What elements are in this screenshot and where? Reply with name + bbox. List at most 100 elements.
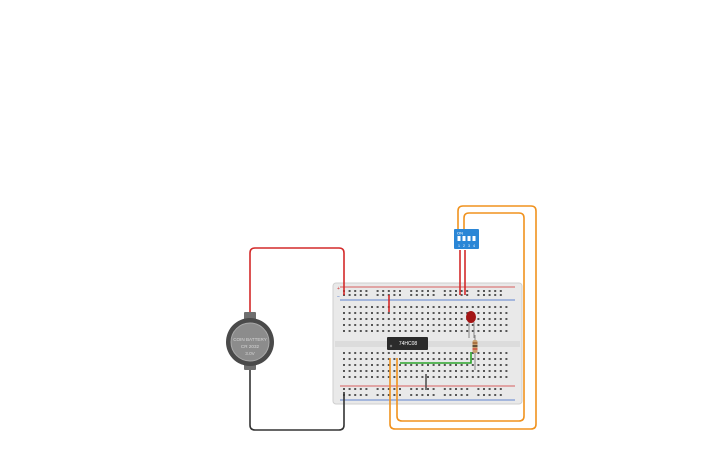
breadboard-hole[interactable]	[438, 352, 441, 354]
breadboard-hole[interactable]	[415, 318, 418, 320]
breadboard-hole[interactable]	[348, 312, 351, 314]
breadboard-hole[interactable]	[494, 364, 497, 366]
breadboard-hole[interactable]	[393, 312, 396, 314]
breadboard-hole[interactable]	[404, 318, 407, 320]
breadboard-hole[interactable]	[449, 352, 452, 354]
breadboard-hole[interactable]	[427, 290, 429, 292]
breadboard-hole[interactable]	[387, 318, 390, 320]
breadboard-hole[interactable]	[443, 376, 446, 378]
breadboard-hole[interactable]	[488, 330, 491, 332]
breadboard-hole[interactable]	[455, 376, 457, 378]
breadboard-hole[interactable]	[365, 312, 368, 314]
breadboard-hole[interactable]	[421, 324, 424, 326]
breadboard-hole[interactable]	[466, 352, 469, 354]
breadboard-hole[interactable]	[415, 294, 418, 296]
breadboard-hole[interactable]	[488, 324, 491, 326]
breadboard-hole[interactable]	[421, 388, 424, 390]
breadboard-hole[interactable]	[382, 330, 385, 332]
breadboard-hole[interactable]	[499, 376, 502, 378]
breadboard-hole[interactable]	[432, 290, 435, 292]
breadboard-hole[interactable]	[499, 364, 502, 366]
breadboard-hole[interactable]	[455, 352, 457, 354]
breadboard-hole[interactable]	[455, 324, 457, 326]
breadboard-hole[interactable]	[371, 376, 373, 378]
breadboard-hole[interactable]	[427, 358, 429, 360]
breadboard-hole[interactable]	[449, 312, 452, 314]
breadboard-hole[interactable]	[494, 318, 497, 320]
resistor[interactable]	[472, 335, 478, 370]
breadboard-hole[interactable]	[365, 352, 368, 354]
breadboard-hole[interactable]	[432, 376, 435, 378]
breadboard-hole[interactable]	[443, 370, 446, 372]
breadboard-hole[interactable]	[483, 352, 485, 354]
breadboard-hole[interactable]	[460, 318, 463, 320]
breadboard-hole[interactable]	[483, 358, 485, 360]
breadboard-hole[interactable]	[494, 306, 497, 308]
breadboard-hole[interactable]	[455, 358, 457, 360]
breadboard-hole[interactable]	[499, 294, 502, 296]
breadboard-hole[interactable]	[455, 306, 457, 308]
breadboard-hole[interactable]	[359, 306, 362, 308]
breadboard-hole[interactable]	[348, 364, 351, 366]
breadboard-hole[interactable]	[477, 294, 480, 296]
breadboard-hole[interactable]	[466, 394, 469, 396]
breadboard-hole[interactable]	[488, 294, 491, 296]
breadboard-hole[interactable]	[449, 370, 452, 372]
breadboard-hole[interactable]	[404, 352, 407, 354]
breadboard-hole[interactable]	[387, 358, 390, 360]
breadboard-hole[interactable]	[449, 306, 452, 308]
breadboard-hole[interactable]	[410, 370, 413, 372]
breadboard-hole[interactable]	[415, 394, 418, 396]
breadboard-hole[interactable]	[466, 290, 469, 292]
breadboard-hole[interactable]	[471, 370, 474, 372]
breadboard-hole[interactable]	[393, 330, 396, 332]
breadboard-hole[interactable]	[460, 290, 463, 292]
breadboard-hole[interactable]	[438, 306, 441, 308]
breadboard-hole[interactable]	[348, 388, 351, 390]
breadboard-hole[interactable]	[348, 394, 351, 396]
breadboard-hole[interactable]	[488, 352, 491, 354]
breadboard-hole[interactable]	[494, 330, 497, 332]
breadboard-hole[interactable]	[404, 306, 407, 308]
breadboard-hole[interactable]	[421, 370, 424, 372]
breadboard-hole[interactable]	[471, 306, 474, 308]
breadboard-hole[interactable]	[438, 318, 441, 320]
breadboard-hole[interactable]	[393, 318, 396, 320]
breadboard-hole[interactable]	[488, 290, 491, 292]
breadboard-hole[interactable]	[387, 324, 390, 326]
breadboard-hole[interactable]	[415, 312, 418, 314]
breadboard-hole[interactable]	[494, 358, 497, 360]
breadboard-hole[interactable]	[376, 312, 379, 314]
breadboard-hole[interactable]	[387, 388, 390, 390]
breadboard-hole[interactable]	[382, 294, 385, 296]
wire-orange-1[interactable]	[389, 205, 537, 430]
breadboard-hole[interactable]	[415, 358, 418, 360]
wire-orange-2[interactable]	[396, 212, 525, 422]
breadboard-hole[interactable]	[443, 330, 446, 332]
breadboard-hole[interactable]	[359, 358, 362, 360]
breadboard-hole[interactable]	[365, 324, 368, 326]
breadboard-hole[interactable]	[494, 394, 497, 396]
breadboard-hole[interactable]	[466, 370, 469, 372]
breadboard-hole[interactable]	[376, 330, 379, 332]
breadboard-hole[interactable]	[488, 370, 491, 372]
breadboard-hole[interactable]	[399, 388, 401, 390]
breadboard-hole[interactable]	[348, 306, 351, 308]
breadboard-hole[interactable]	[494, 352, 497, 354]
breadboard-hole[interactable]	[477, 352, 480, 354]
breadboard-hole[interactable]	[427, 294, 429, 296]
breadboard-hole[interactable]	[483, 364, 485, 366]
breadboard-hole[interactable]	[359, 370, 362, 372]
breadboard-hole[interactable]	[371, 324, 373, 326]
breadboard-hole[interactable]	[359, 376, 362, 378]
breadboard-hole[interactable]	[494, 376, 497, 378]
breadboard-hole[interactable]	[365, 294, 368, 296]
breadboard-hole[interactable]	[432, 318, 435, 320]
breadboard-hole[interactable]	[393, 290, 396, 292]
breadboard-hole[interactable]	[410, 312, 413, 314]
breadboard-hole[interactable]	[415, 352, 418, 354]
breadboard-hole[interactable]	[354, 306, 357, 308]
breadboard-hole[interactable]	[343, 364, 345, 366]
breadboard-hole[interactable]	[410, 324, 413, 326]
breadboard-hole[interactable]	[348, 290, 351, 292]
